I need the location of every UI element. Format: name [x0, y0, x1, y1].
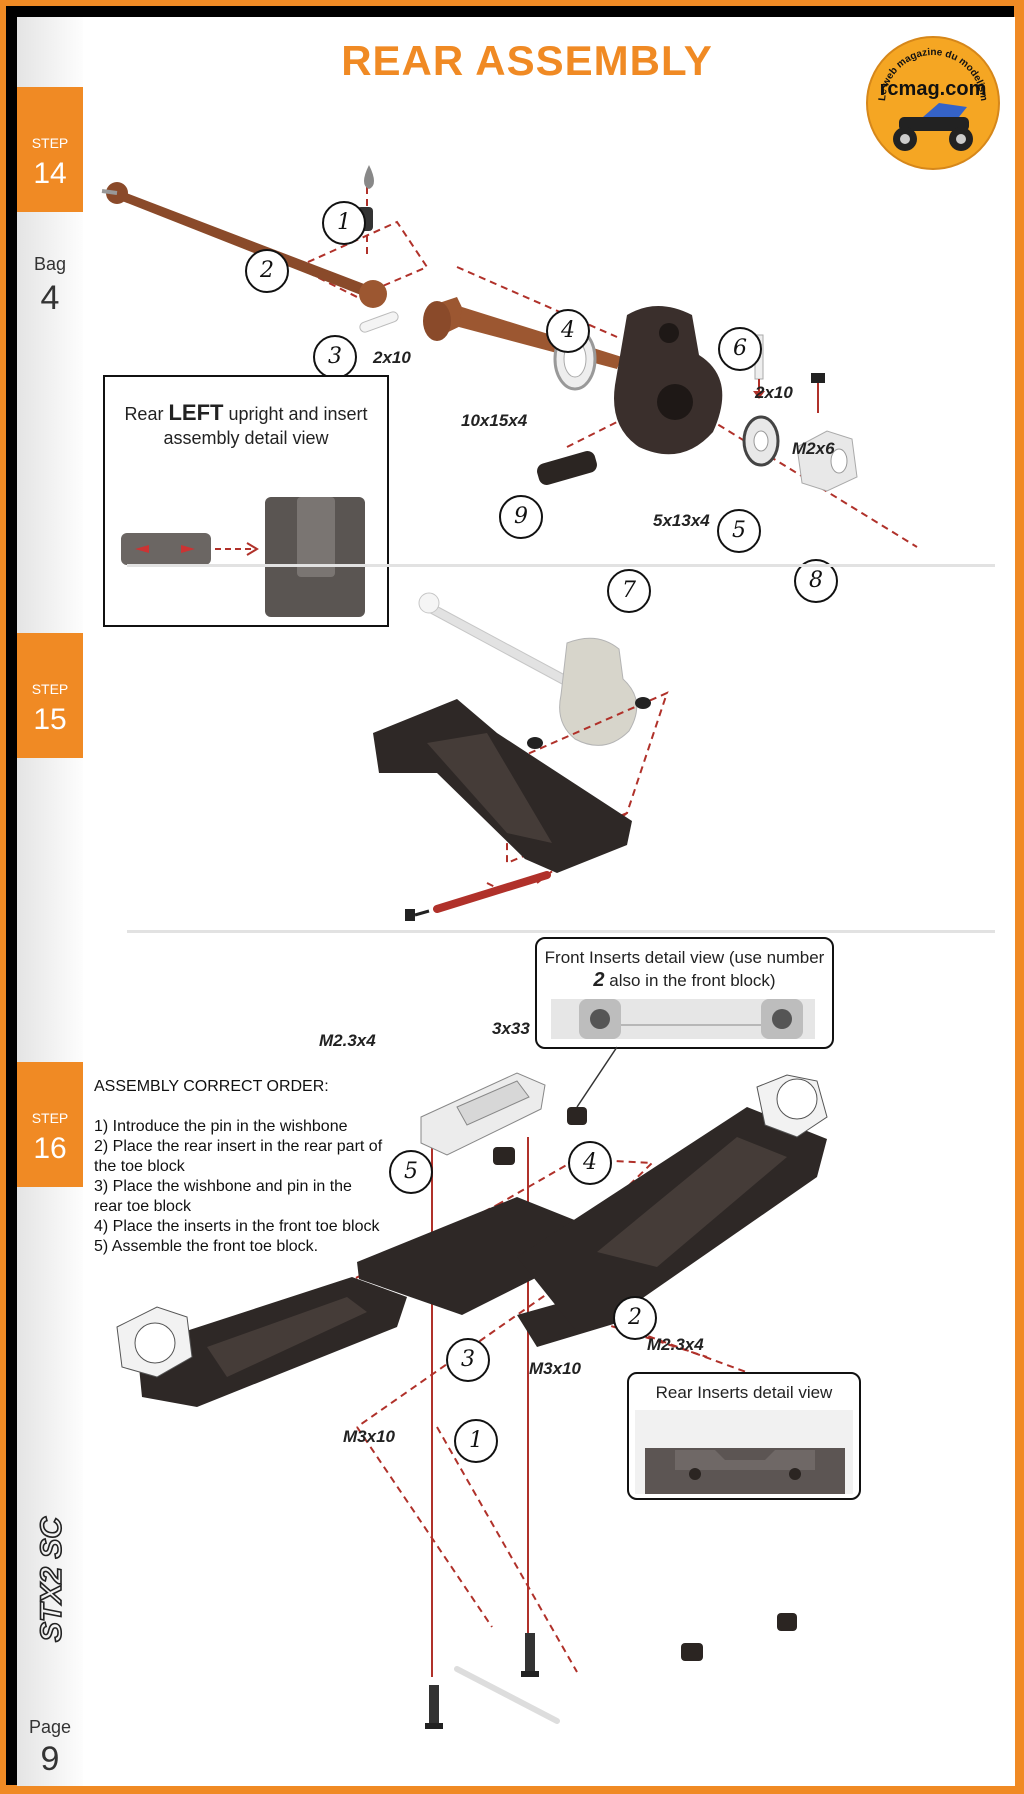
page-label: Page [28, 1717, 72, 1737]
right-upright [756, 1074, 828, 1138]
hinge-pin [454, 1666, 560, 1724]
step-label: STEP [31, 135, 69, 151]
part-label: M2x6 [792, 439, 835, 458]
step-number: 16 [33, 1132, 67, 1165]
toe-block-front [420, 1072, 546, 1156]
front-inserts-detail-box: Front Inserts detail view (use number 2 … [535, 937, 834, 1049]
hex-hub [796, 430, 858, 492]
step-number: 15 [33, 703, 67, 736]
front-detail-title: Front Inserts detail view (use number 2 … [544, 948, 825, 991]
left-wishbone [137, 1277, 407, 1407]
assembly-order: ASSEMBLY CORRECT ORDER: 1) Introduce the… [94, 1077, 384, 1257]
part-label: M3x10 [529, 1359, 581, 1378]
pin-2x10 [359, 311, 399, 333]
callout-1: 1 [454, 1419, 498, 1463]
step16-exploded-view [116, 1046, 828, 1729]
callout-2: 2 [613, 1296, 657, 1340]
svg-text:STX2 SC: STX2 SC [35, 1516, 68, 1642]
drive-shaft [101, 182, 387, 308]
bag-label: Bag [33, 254, 67, 274]
callout-1: 1 [322, 201, 366, 245]
callout-4: 4 [546, 309, 590, 353]
assembly-order-item: 4) Place the inserts in the front toe bl… [94, 1218, 380, 1235]
page-indicator: Page 9 [17, 1717, 83, 1779]
rear-detail-title: Rear Inserts detail view [655, 1383, 833, 1402]
upright-insert [537, 451, 597, 485]
sidebar: STEP 14 Bag 4 STEP 15 STEP 16 STX2 SC Pa… [17, 17, 83, 1786]
part-label: 2x10 [373, 348, 411, 367]
step15-exploded-view [373, 592, 669, 921]
part-label: M3x10 [343, 1427, 395, 1446]
part-label: 2x10 [755, 383, 793, 402]
assembly-order-title: ASSEMBLY CORRECT ORDER: [94, 1078, 329, 1095]
insert-part [567, 1107, 587, 1125]
callout-3: 3 [313, 335, 357, 379]
step-separator [127, 564, 995, 567]
pin-3x33 [433, 871, 551, 913]
right-wishbone [517, 1107, 827, 1332]
step14-exploded-view [101, 165, 918, 548]
part-label: 3x33 [492, 1019, 530, 1038]
page-title: REAR ASSEMBLY [341, 37, 713, 84]
model-logo: STX2 SC [34, 1515, 69, 1643]
washer [527, 737, 543, 749]
svg-text:rcmag.com: rcmag.com [880, 78, 987, 100]
step-number: 14 [33, 157, 67, 190]
insert-part [493, 1147, 515, 1165]
page-number: 9 [40, 1740, 60, 1778]
part-label: M2.3x4 [319, 1031, 376, 1050]
detail-title: Rear LEFT upright and insert assembly de… [124, 400, 368, 449]
callout-6: 6 [718, 327, 762, 371]
detail-pointer [576, 1046, 618, 1108]
callout-5: 5 [389, 1150, 433, 1194]
m3x10-screw-a [425, 1685, 443, 1729]
callout-3: 3 [446, 1338, 490, 1382]
assembly-order-item: 2) Place the rear insert in the rear par… [94, 1138, 383, 1175]
rcmag-logo: Le web magazine du modelisme rcmag.com [863, 33, 1000, 170]
bag-number: 4 [40, 279, 60, 317]
bearing-5x13x4 [742, 415, 780, 467]
callout-2: 2 [245, 249, 289, 293]
callout-7: 7 [607, 569, 651, 613]
left-upright [116, 1306, 193, 1378]
callout-5: 5 [717, 509, 761, 553]
insert-part [681, 1643, 703, 1661]
m3x10-screw-b [521, 1633, 539, 1677]
step-label: STEP [31, 1110, 69, 1126]
grease-drop-icon [364, 165, 374, 189]
buggy-icon [893, 103, 973, 151]
rear-upright [614, 306, 723, 455]
assembly-order-item: 5) Assemble the front toe block. [94, 1238, 319, 1255]
manual-page: STEP 14 Bag 4 STEP 15 STEP 16 STX2 SC Pa… [17, 17, 1015, 1786]
callout-9: 9 [499, 495, 543, 539]
part-label: 10x15x4 [461, 411, 528, 430]
part-label: M2.3x4 [647, 1335, 704, 1354]
step-label: STEP [31, 681, 69, 697]
ghost-drive-assembly [418, 592, 638, 746]
step-tab-16: STEP 16 [17, 1062, 83, 1187]
insert-part [777, 1613, 797, 1631]
step-tab-15: STEP 15 [17, 633, 83, 758]
step-separator [127, 930, 995, 933]
washer [635, 697, 651, 709]
m2-3x4-screw [405, 909, 430, 921]
assembly-order-item: 1) Introduce the pin in the wishbone [94, 1118, 348, 1135]
page-frame: STEP 14 Bag 4 STEP 15 STEP 16 STX2 SC Pa… [6, 6, 1015, 1786]
rear-inserts-detail-box: Rear Inserts detail view [627, 1372, 861, 1500]
bag-indicator: Bag 4 [17, 254, 83, 318]
insert-detail-illustration [121, 497, 365, 617]
m2x6-screw [811, 373, 825, 413]
callout-4: 4 [568, 1141, 612, 1185]
step-tab-14: STEP 14 [17, 87, 83, 212]
rear-inserts-illustration [635, 1410, 853, 1494]
left-upright-detail-box: Rear LEFT upright and insert assembly de… [103, 375, 389, 627]
part-label: 5x13x4 [653, 511, 710, 530]
front-inserts-illustration [551, 999, 815, 1039]
assembly-order-item: 3) Place the wishbone and pin in the rea… [94, 1178, 352, 1215]
rear-wishbone [373, 699, 632, 873]
